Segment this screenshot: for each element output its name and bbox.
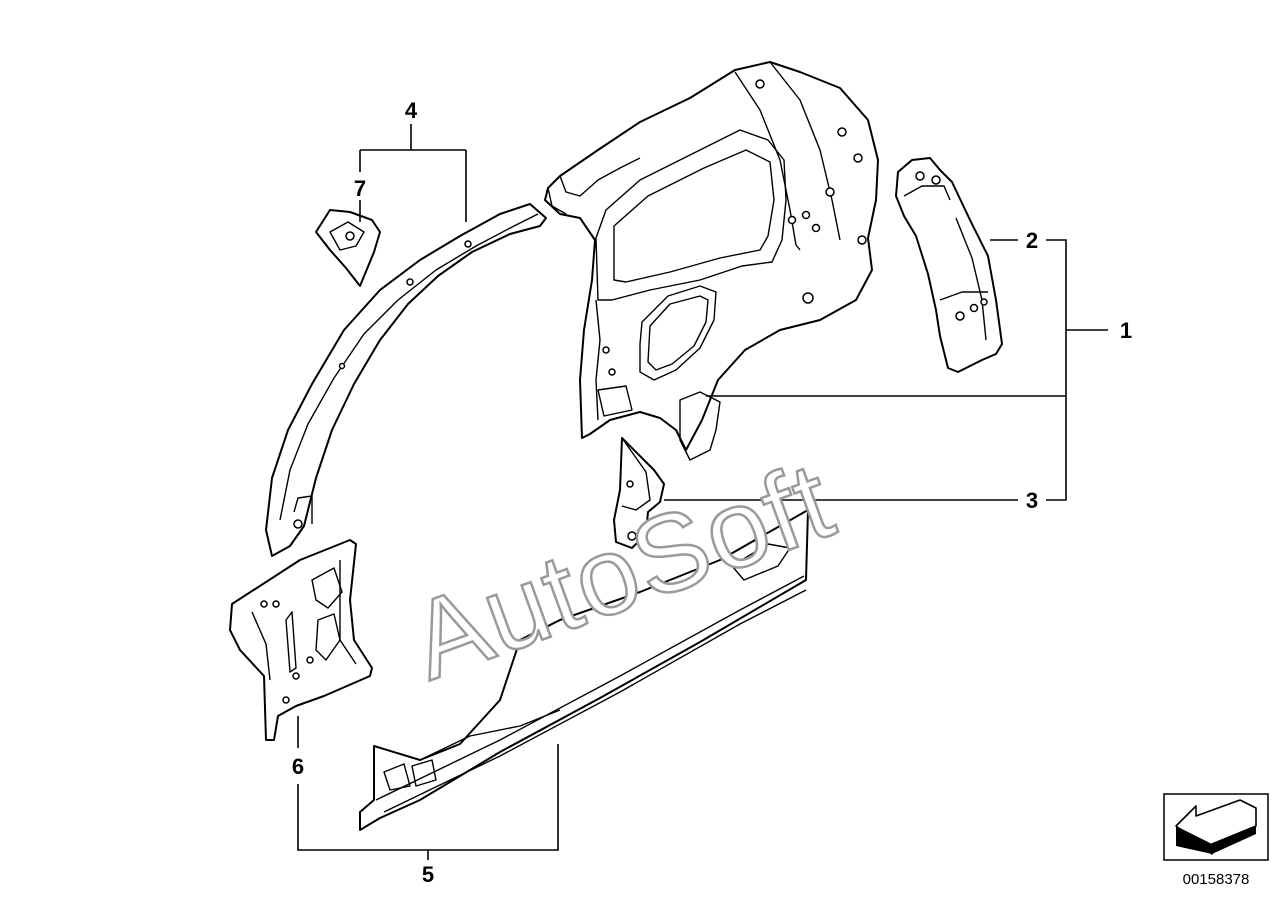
part-6-pillar-lower[interactable] (229, 539, 373, 741)
callout-1: 1 (1120, 318, 1132, 343)
document-number: 00158378 (1183, 871, 1250, 888)
part-3-bracket[interactable] (613, 437, 665, 549)
part-5-side-sill[interactable] (359, 509, 809, 831)
direction-arrow-icon (1163, 793, 1269, 861)
part-2-reinforcement[interactable] (895, 157, 1003, 373)
callout-3: 3 (1026, 488, 1038, 513)
callout-4: 4 (405, 98, 418, 123)
callout-2: 2 (1026, 228, 1038, 253)
part-4-roof-rail[interactable] (265, 203, 547, 557)
part-1-side-panel[interactable] (544, 61, 879, 461)
callout-7: 7 (354, 176, 366, 201)
part-7-gusset[interactable] (315, 209, 381, 287)
callout-6: 6 (292, 754, 304, 779)
callout-5: 5 (422, 862, 434, 887)
leader-lines (297, 124, 1108, 860)
